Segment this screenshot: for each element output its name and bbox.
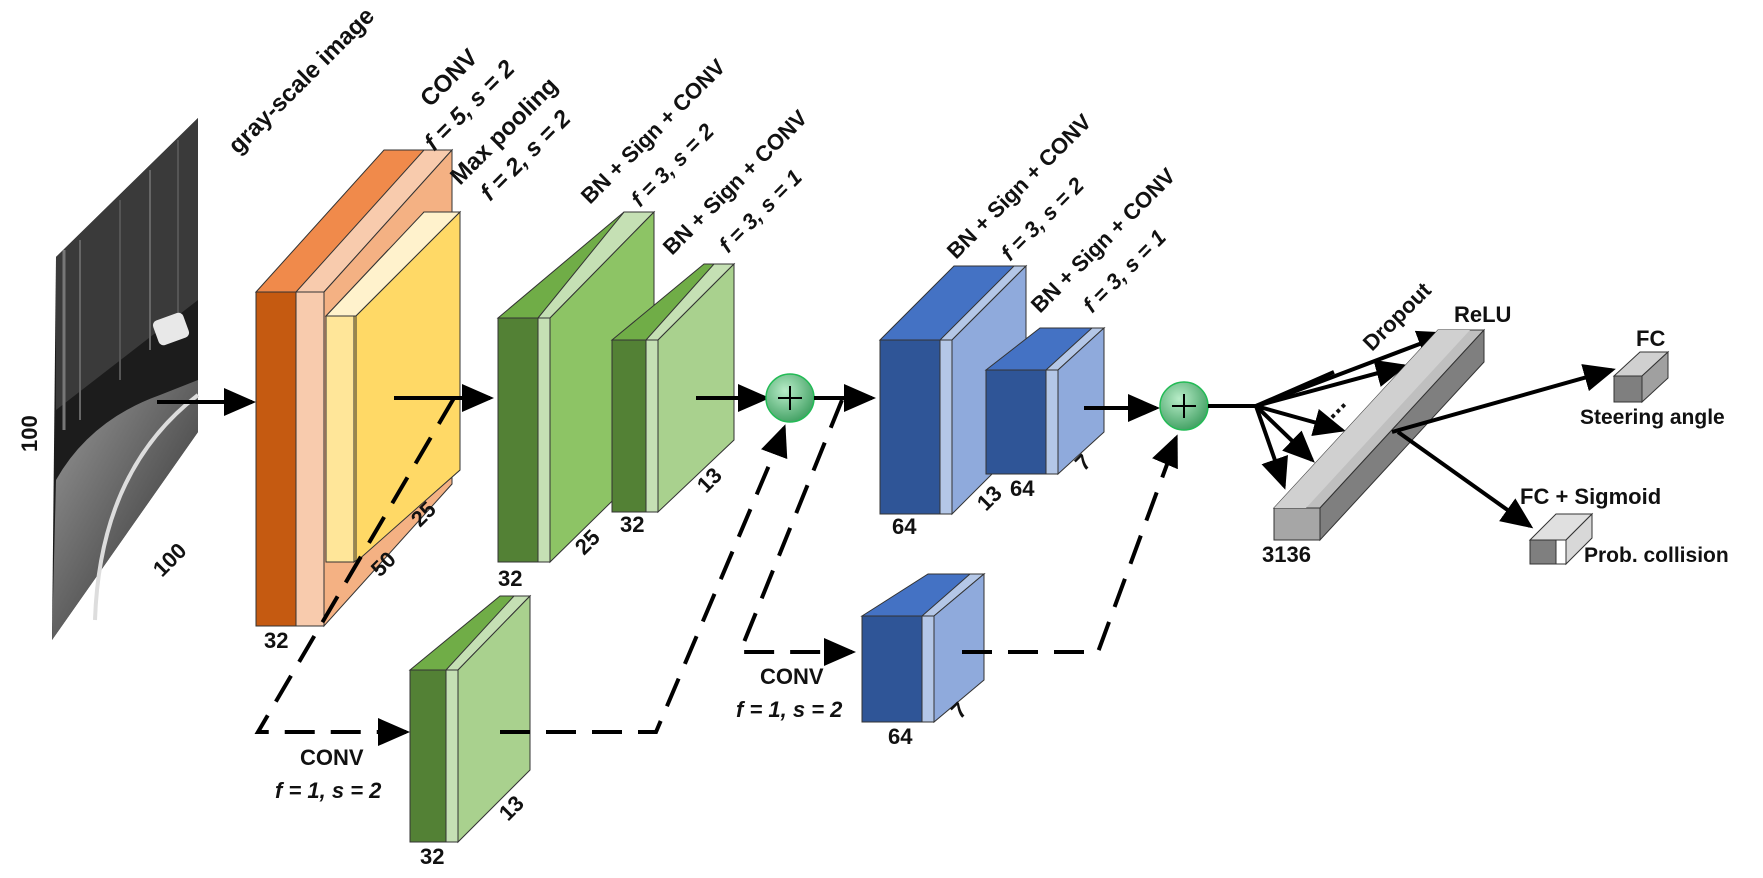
conv1-depth-label: 32 — [264, 628, 288, 653]
relu-label: ReLU — [1454, 302, 1511, 327]
skip-path-1b — [500, 429, 786, 734]
res1-shortcut-block — [408, 594, 532, 844]
skip-path-2b — [962, 439, 1178, 654]
dropout-arrows — [1254, 330, 1450, 490]
arrow-to-steer — [1391, 364, 1616, 434]
skip-path-2 — [737, 399, 844, 654]
res1-conv-b-depth-label: 32 — [620, 512, 644, 537]
res2-conv-b-depth-label: 64 — [1010, 476, 1035, 501]
res2-conv-a-depth-label: 64 — [892, 514, 917, 539]
skip-arrowhead-1b — [761, 424, 788, 460]
input-width-label: 100 — [148, 538, 192, 582]
dense-ellipsis: ... — [1315, 388, 1352, 425]
res2-shortcut-params: f = 1, s = 2 — [736, 697, 843, 722]
res2-conv-b-size-label: 7 — [1070, 449, 1096, 475]
res2-shortcut-name: CONV — [760, 664, 824, 689]
arrow-to-collision — [1396, 430, 1534, 529]
input-caption: gray-scale image — [223, 2, 380, 159]
res1-conv-a-depth-label: 32 — [498, 566, 522, 591]
res1-shortcut-name: CONV — [300, 745, 364, 770]
pool1-block — [324, 210, 462, 564]
skip-path-1 — [254, 396, 456, 734]
res2-conv-b-block — [984, 326, 1106, 476]
collision-output-block — [1528, 512, 1594, 566]
skip-arrowhead-2b — [1152, 434, 1178, 470]
res2-shortcut-depth-label: 64 — [888, 724, 913, 749]
steer-output-name: FC — [1636, 326, 1665, 351]
res1-shortcut-depth-label: 32 — [420, 844, 444, 869]
res1-shortcut-params: f = 1, s = 2 — [275, 778, 382, 803]
collision-output-label: Prob. collision — [1584, 544, 1729, 567]
collision-output-name: FC + Sigmoid — [1520, 484, 1661, 509]
input-image — [52, 118, 200, 640]
steer-output-label: Steering angle — [1580, 406, 1725, 429]
add-node-1 — [765, 373, 815, 423]
steer-output-block — [1612, 350, 1670, 404]
res2-shortcut-block — [860, 572, 986, 724]
add-node-2 — [1159, 381, 1209, 431]
res1-conv-b-block — [610, 262, 736, 514]
input-height-label: 100 — [17, 415, 42, 452]
dense-size-label: 3136 — [1262, 542, 1311, 567]
